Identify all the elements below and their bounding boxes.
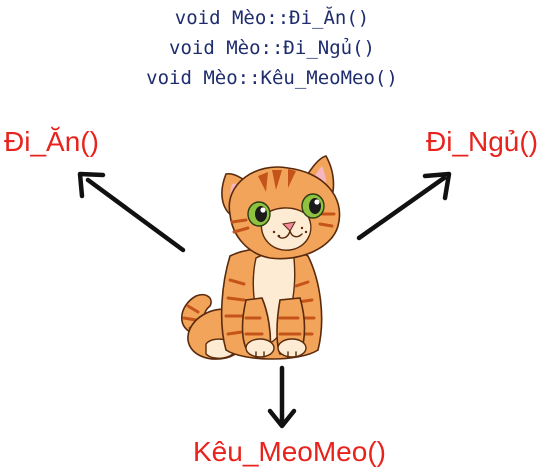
arrow-up-right-icon (356, 171, 452, 241)
label-eat: Đi_Ăn() (4, 126, 99, 157)
label-meow: Kêu_MeoMeo() (193, 436, 386, 467)
code-line-sleep: void Mèo::Đi_Ngủ() (169, 37, 375, 59)
arrow-down-icon (267, 365, 297, 429)
arrow-up-left-icon (77, 171, 186, 253)
code-line-meow: void Mèo::Kêu_MeoMeo() (146, 67, 398, 89)
code-line-eat: void Mèo::Đi_Ăn() (174, 7, 370, 29)
label-sleep: Đi_Ngủ() (426, 126, 539, 157)
